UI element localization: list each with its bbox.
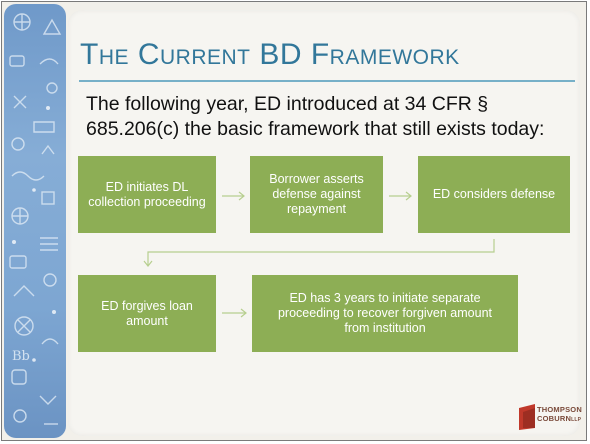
arrow-step1-to-step2 (222, 191, 245, 201)
flow-step-4: ED forgives loan amount (78, 275, 216, 352)
doodle-icons: Bb (9, 13, 62, 425)
logo-suffix: LLP (571, 417, 582, 423)
title-divider (79, 80, 575, 82)
arrow-step2-to-step3 (389, 191, 412, 201)
thompson-coburn-logo (519, 404, 535, 430)
logo-line1: THOMPSON (537, 405, 582, 414)
decorative-doodle-strip: Bb (4, 4, 66, 438)
arrow-step3-to-step4 (143, 239, 495, 267)
logo-wordmark: THOMPSON COBURNLLP (537, 405, 582, 425)
doodle-text-bb: Bb (12, 349, 30, 364)
arrow-step4-to-step5 (222, 308, 247, 318)
logo-name: COBURN (537, 414, 572, 423)
flow-step-1: ED initiates DL collection proceeding (78, 156, 216, 233)
flow-step-3: ED considers defense (418, 156, 570, 233)
flow-step-2: Borrower asserts defense against repayme… (250, 156, 383, 233)
intro-paragraph: The following year, ED introduced at 34 … (86, 93, 545, 140)
logo-line2: COBURNLLP (537, 414, 582, 425)
flow-step-5: ED has 3 years to initiate separate proc… (252, 275, 518, 352)
slide-title: The Current BD Framework (80, 38, 460, 71)
